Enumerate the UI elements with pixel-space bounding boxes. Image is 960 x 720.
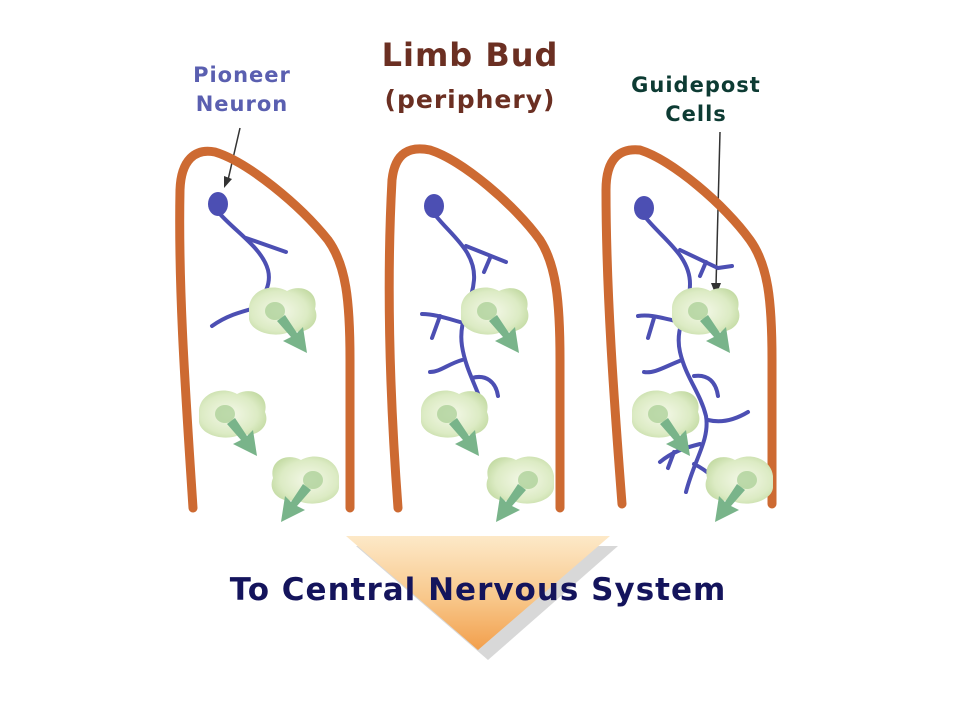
guidepost-cell-icon [672, 287, 740, 353]
limb-bud-stage-early [175, 146, 355, 522]
down-arrow-icon [346, 536, 618, 660]
pioneer-label-line2: Neuron [196, 92, 289, 116]
pioneer-neuron-icon [424, 194, 444, 218]
limb-bud-stage-middle [384, 144, 565, 522]
guidepost-cell-icon [461, 287, 529, 353]
guidepost-label-line1: Guidepost [631, 73, 761, 97]
guidepost-cell-icon [421, 390, 489, 456]
guidepost-label-line2: Cells [665, 102, 727, 126]
limb-outline [601, 145, 777, 509]
limb-outline [175, 146, 355, 513]
guidepost-cell-icon [705, 456, 773, 522]
pioneer-neuron-icon [208, 192, 228, 216]
pioneer-neuron-icon [634, 196, 654, 220]
neuron-axon [636, 216, 750, 494]
guidepost-pointer-arrow [711, 131, 721, 296]
guidepost-cell-icon [271, 456, 339, 522]
footer-caption: To Central Nervous System [230, 572, 727, 608]
guidepost-cell-icon [486, 456, 554, 522]
limb-bud-stage-late [601, 145, 777, 522]
guidepost-cell-icon [199, 390, 267, 456]
title-line2: (periphery) [385, 85, 556, 114]
pioneer-label-line1: Pioneer [193, 63, 291, 87]
limb-outline [384, 144, 565, 513]
title-line1: Limb Bud [382, 36, 559, 74]
guidepost-cell-icon [249, 287, 317, 353]
pioneer-pointer-arrow [224, 127, 241, 188]
